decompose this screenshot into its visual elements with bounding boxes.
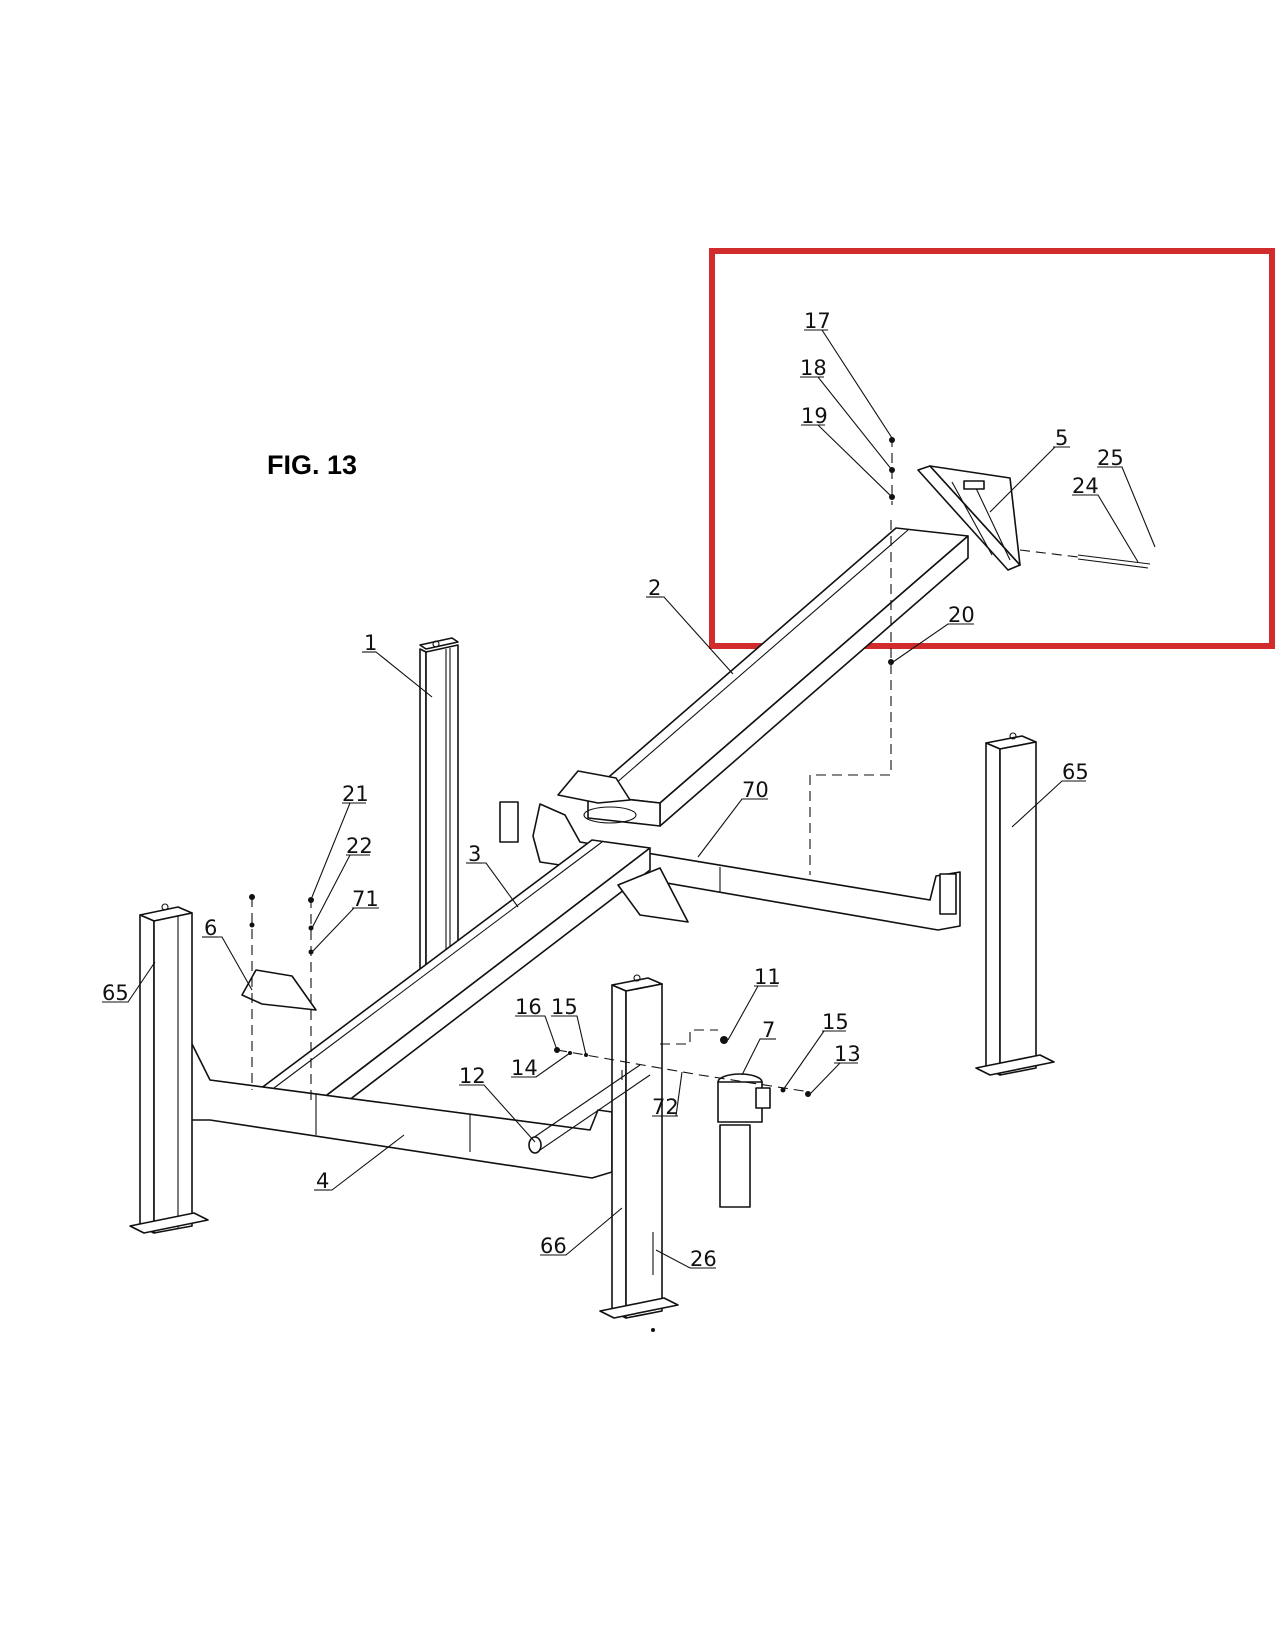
figure-title: FIG. 13 [267,450,358,480]
dashline-24 [1019,549,1079,558]
callout-25: 25 [1097,446,1124,470]
callout-11: 11 [754,965,781,989]
callout-4: 4 [316,1169,329,1193]
callout-24: 24 [1072,474,1099,498]
post-66 [599,974,679,1319]
callout-6: 6 [204,916,217,940]
dashline-11 [660,1029,718,1045]
post-65-right [975,732,1055,1076]
callout-2: 2 [648,576,661,600]
callout-66: 66 [540,1234,567,1258]
callout-3: 3 [468,842,481,866]
callout-71: 71 [352,887,379,911]
callout-18: 18 [800,356,827,380]
callout-72: 72 [652,1095,679,1119]
dashline-13-16 [556,1049,811,1093]
highlight-box [709,248,1275,649]
callout-labels: 17 18 19 5 25 24 2 20 1 65 70 21 22 3 71… [102,309,1124,1271]
callout-20: 20 [948,603,975,627]
dashline-20 [809,520,892,875]
callout-19: 19 [801,404,828,428]
callout-17: 17 [804,309,831,333]
bolt-24 [1077,554,1151,569]
power-unit-7 [717,1073,771,1208]
post-65-left [129,903,209,1234]
post-1 [419,637,459,976]
callout-65-right: 65 [1062,760,1089,784]
callout-65-left: 65 [102,981,129,1005]
callout-5: 5 [1055,426,1068,450]
bracket-5 [917,465,1021,571]
callout-70: 70 [742,778,769,802]
callout-16: 16 [515,995,542,1019]
ramp-6 [241,969,317,1011]
callout-13: 13 [834,1042,861,1066]
callout-26: 26 [690,1247,717,1271]
callout-15-right: 15 [822,1010,849,1034]
callout-7: 7 [762,1018,775,1042]
callout-21: 21 [342,782,369,806]
callout-14: 14 [511,1056,538,1080]
callout-12: 12 [459,1064,486,1088]
callout-1: 1 [364,631,377,655]
callout-15-left: 15 [551,995,578,1019]
callout-22: 22 [346,834,373,858]
